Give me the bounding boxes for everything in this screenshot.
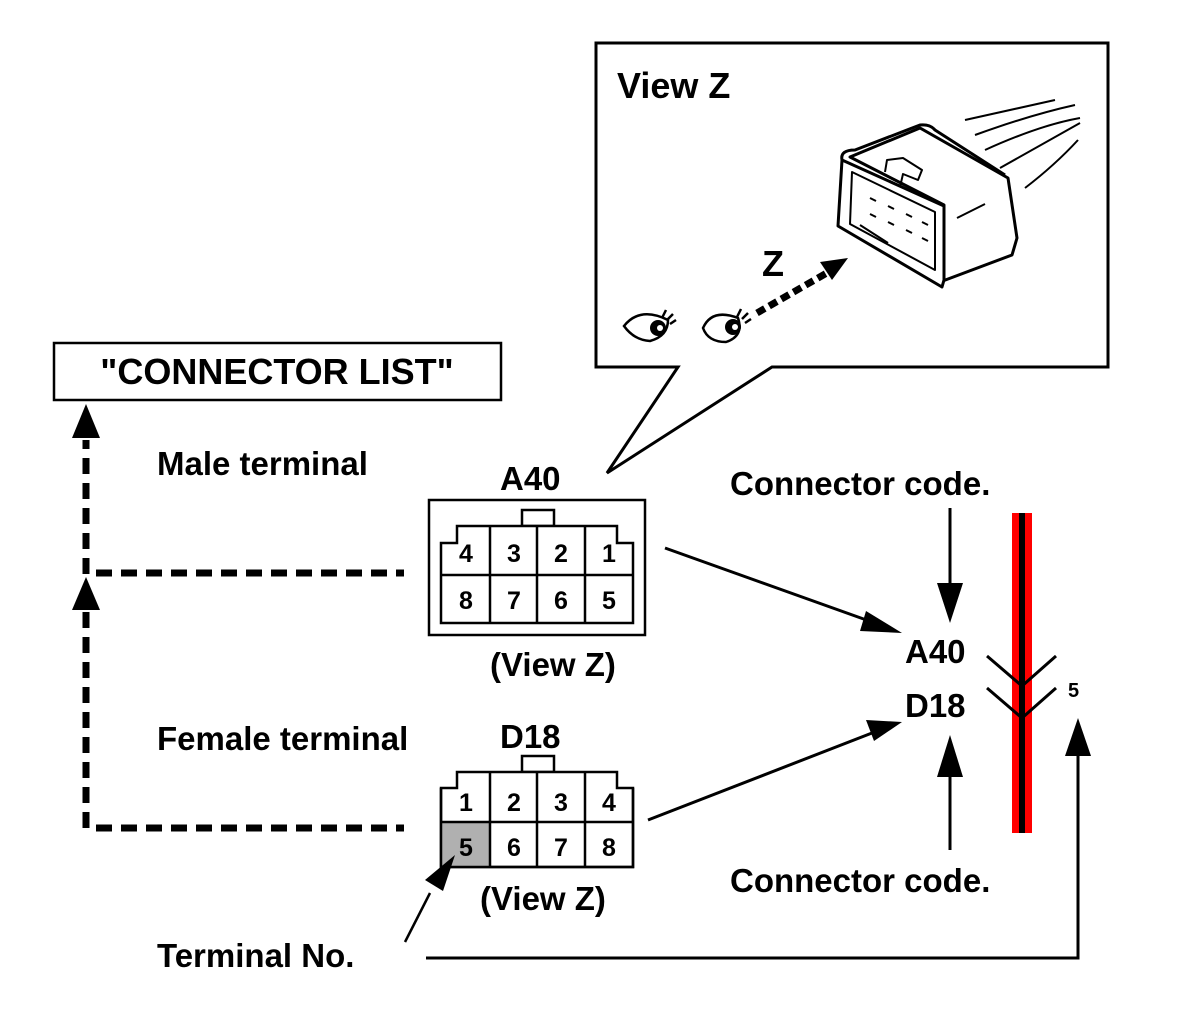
- wire-terminal-number: 5: [1068, 680, 1079, 702]
- view-z-title: View Z: [617, 65, 730, 106]
- eye-icon: [622, 309, 677, 343]
- highlighted-terminal-cell: [442, 822, 489, 866]
- male-connector-code: A40: [500, 460, 561, 497]
- male-connector: 4 3 2 1 8 7 6 5: [427, 498, 647, 637]
- terminal-no-label: Terminal No.: [157, 937, 354, 974]
- arrow-up-icon: [1065, 718, 1091, 756]
- connector-3d-illustration: [836, 99, 1081, 289]
- arrow-up-icon: [72, 404, 100, 438]
- connector-code-bottom-label: Connector code.: [730, 862, 990, 899]
- eye-icon: [701, 308, 752, 344]
- male-terminal-label: Male terminal: [157, 445, 368, 482]
- female-pin-6: 6: [507, 834, 521, 862]
- female-terminal-label: Female terminal: [157, 720, 408, 757]
- wire-code-upper: A40: [905, 633, 966, 670]
- male-pin-4: 4: [459, 540, 473, 568]
- female-pin-8: 8: [602, 834, 616, 862]
- male-pin-1: 1: [602, 540, 616, 568]
- view-direction-label: Z: [762, 243, 784, 284]
- connector-to-code-arrows: [647, 546, 902, 822]
- arrow-up-icon: [937, 735, 963, 777]
- male-view-caption: (View Z): [490, 646, 616, 683]
- terminal-no-leaders: [403, 718, 1091, 960]
- connector-list-leaders: [72, 404, 404, 832]
- connector-code-top-label: Connector code.: [730, 465, 990, 502]
- connector-junction-symbol: [986, 654, 1057, 720]
- male-pin-6: 6: [554, 587, 568, 615]
- female-pin-2: 2: [507, 789, 521, 817]
- connector-list-label: "CONNECTOR LIST": [100, 351, 453, 392]
- arrow-right-icon: [866, 720, 902, 741]
- arrow-down-icon: [937, 583, 963, 623]
- female-view-caption: (View Z): [480, 880, 606, 917]
- male-pin-8: 8: [459, 587, 473, 615]
- arrow-right-icon: [860, 611, 902, 633]
- male-pin-2: 2: [554, 540, 568, 568]
- female-connector-code: D18: [500, 718, 561, 755]
- female-pin-1: 1: [459, 789, 473, 817]
- female-pin-4: 4: [602, 789, 616, 817]
- wire-code-lower: D18: [905, 687, 966, 724]
- wire: [1012, 513, 1032, 833]
- male-pin-3: 3: [507, 540, 521, 568]
- view-direction-arrow: [755, 258, 848, 317]
- arrow-up-icon: [425, 855, 455, 891]
- female-pin-7: 7: [554, 834, 568, 862]
- male-pin-7: 7: [507, 587, 521, 615]
- view-z-callout: View Z: [594, 41, 1110, 475]
- arrow-up-icon: [72, 577, 100, 610]
- female-connector: 1 2 3 4 5 6 7 8: [439, 754, 635, 869]
- connector-list-box[interactable]: "CONNECTOR LIST": [52, 341, 503, 402]
- female-pin-3: 3: [554, 789, 568, 817]
- male-pin-5: 5: [602, 587, 616, 615]
- connector-code-arrows: [937, 508, 963, 850]
- female-pin-5: 5: [459, 834, 473, 862]
